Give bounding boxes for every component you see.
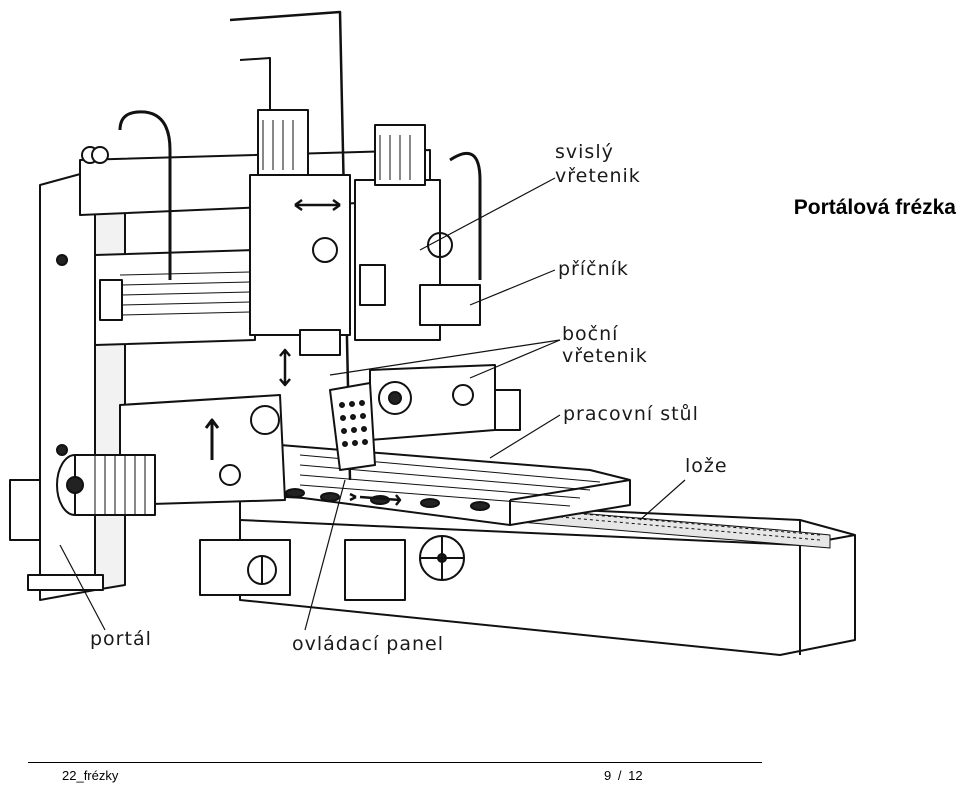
vertical-head-right: [354, 124, 481, 341]
side-head-motor-left: [56, 454, 156, 516]
slide-title: Portálová frézka: [793, 196, 956, 219]
machine-bed: [239, 494, 856, 656]
portal-handwheel: [199, 539, 291, 596]
bed-handwheel: [344, 535, 465, 601]
portal-milling-machine-drawing: svislý vřetenik příčník boční vřetenik p…: [9, 10, 856, 656]
footer-filename: 22_frézky: [62, 768, 119, 783]
page-separator: /: [617, 768, 622, 783]
label-vertical-head-line1: svislý: [555, 141, 614, 163]
vertical-head-left: [249, 109, 351, 356]
page-current: 9: [604, 768, 612, 783]
label-crossrail: příčník: [558, 258, 629, 280]
label-portal: portál: [90, 628, 152, 650]
side-head-right: [369, 364, 521, 441]
footer-divider: [28, 762, 762, 763]
label-bed: lože: [685, 455, 728, 477]
label-side-head-line1: boční: [562, 323, 618, 345]
control-panel: [329, 382, 376, 471]
side-head-left: [119, 348, 291, 506]
label-work-table: pracovní stůl: [563, 403, 699, 425]
page-total: 12: [628, 768, 643, 783]
footer-page-number: 9 / 12: [604, 768, 643, 783]
leader-lines: [59, 177, 686, 631]
label-vertical-head-line2: vřetenik: [555, 165, 641, 187]
label-side-head-line2: vřetenik: [562, 345, 648, 367]
portal-column: [9, 169, 126, 601]
label-control-panel: ovládací panel: [292, 633, 444, 655]
